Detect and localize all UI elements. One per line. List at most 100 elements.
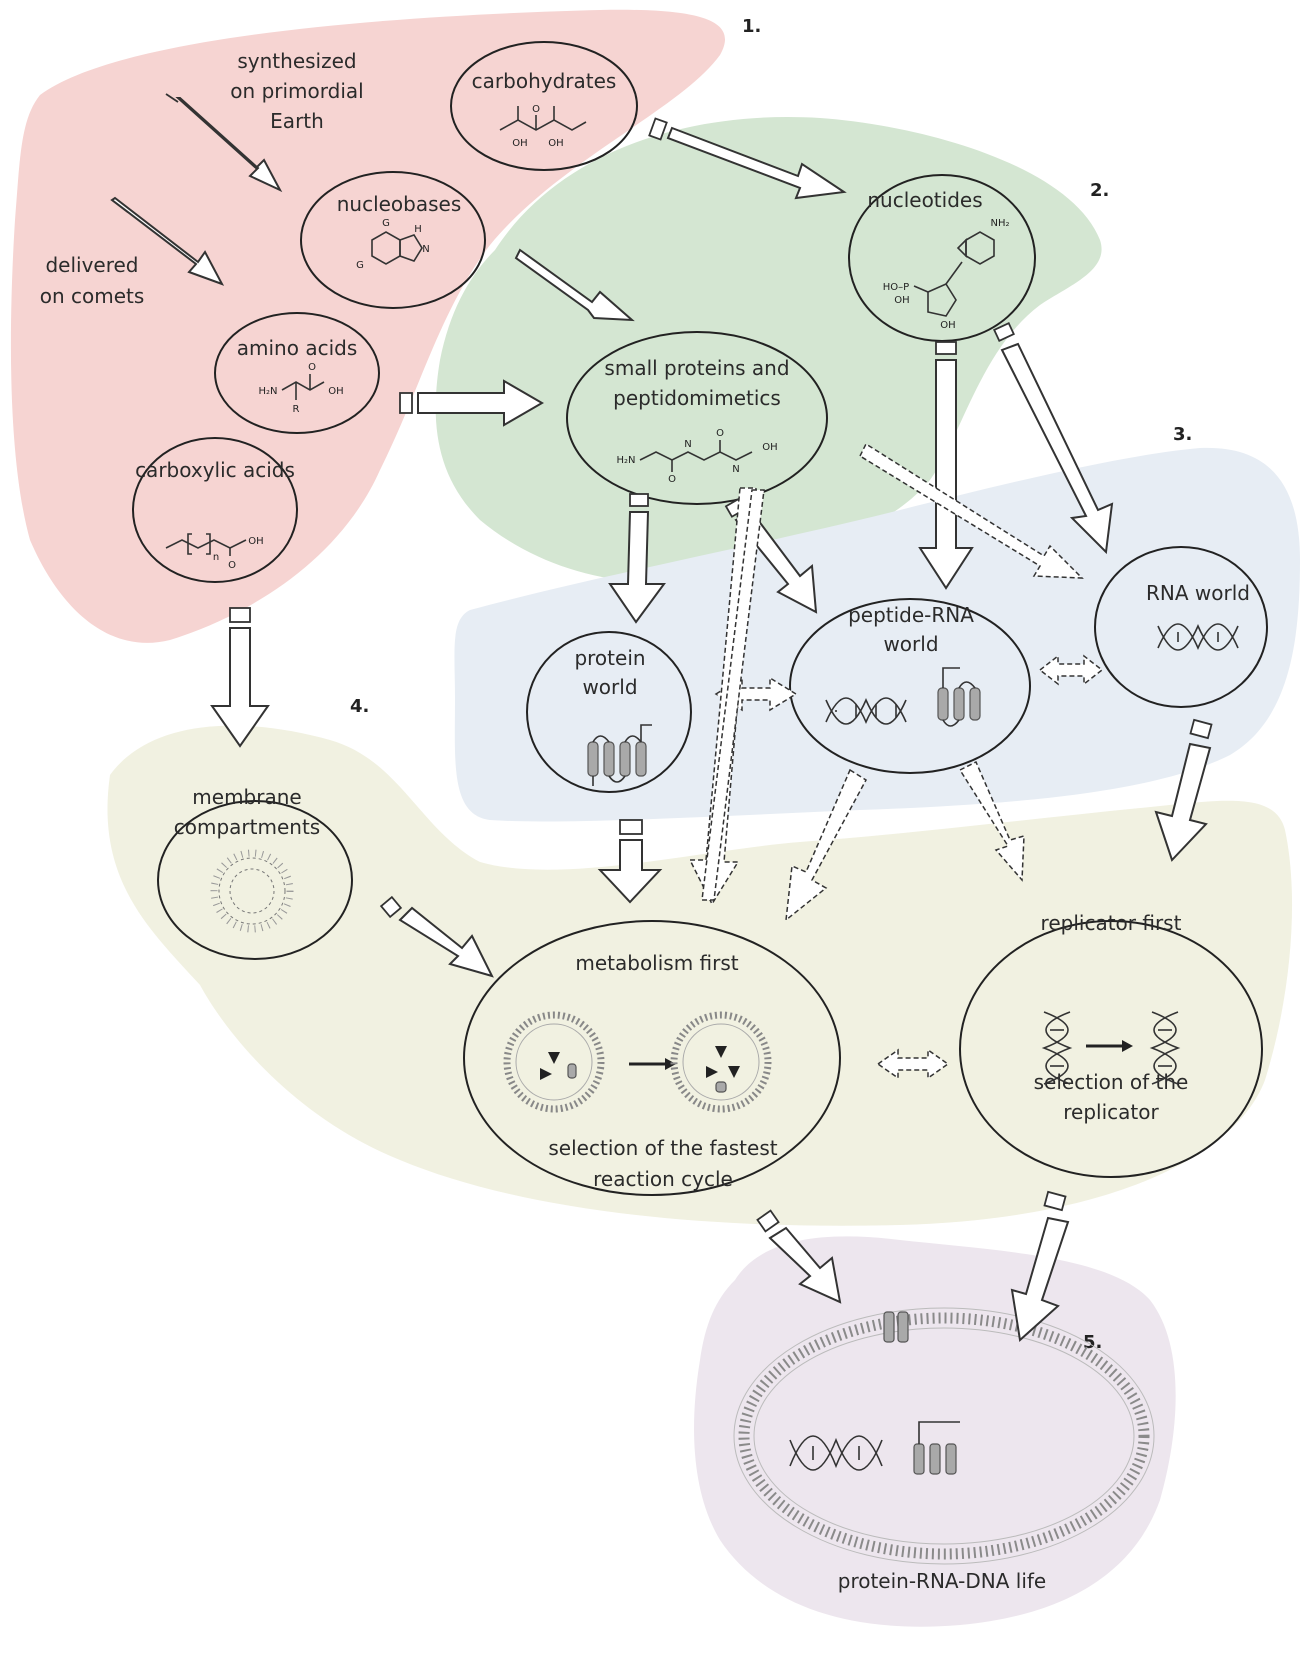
metabolism-first-node	[463, 920, 841, 1196]
dashed-arrow-peptide-rna-rna-world	[1038, 654, 1104, 686]
replicator-caption: selection of the replicator	[1034, 1070, 1189, 1124]
svg-text:O: O	[668, 474, 676, 485]
arrow-nucleotides-to-peptide-rna	[918, 341, 974, 590]
svg-text:G: G	[356, 260, 364, 271]
region-3-worlds	[454, 447, 1300, 822]
carboxylic-acid-structure-icon: n OH O	[165, 533, 264, 571]
amino-acids-node	[214, 312, 380, 434]
arrow-amino-acids-to-small-proteins	[399, 379, 544, 427]
replicator-helix-before-icon	[1041, 1011, 1073, 1085]
metabolism-first-label: metabolism first	[575, 951, 738, 975]
svg-text:O: O	[716, 428, 724, 439]
nucleobases-label: nucleobases	[337, 192, 462, 216]
arrow-delivered-to-amino-acids	[110, 196, 225, 286]
arrow-protein-world-to-metabolism	[597, 819, 663, 904]
protein-fold-icon	[587, 724, 652, 786]
protein-world-node	[526, 631, 692, 793]
dashed-arrow-small-proteins-to-metabolism	[688, 487, 765, 906]
small-proteins-node	[566, 331, 828, 505]
svg-text:G: G	[382, 218, 390, 229]
delivered-label: delivered on comets	[40, 253, 145, 308]
rna-helix-icon	[825, 697, 907, 725]
arrow-carbohydrates-to-nucleotides	[648, 117, 847, 200]
replicator-helix-after-icon	[1149, 1011, 1181, 1085]
dashed-arrow-small-proteins-to-rna-world	[859, 442, 1084, 579]
rna-world-helix-icon	[1157, 623, 1239, 651]
nucleobases-node	[300, 171, 486, 309]
section-number-2: 2.	[1090, 180, 1109, 201]
cell-dna-helix-icon	[789, 1435, 883, 1471]
small-proteins-label: small proteins and peptidomimetics	[604, 356, 789, 410]
arrow-metabolism-to-life	[756, 1209, 842, 1304]
svg-text:synthesized: synthesized	[237, 49, 356, 73]
dashed-arrow-peptide-rna-to-metabolism	[785, 768, 867, 922]
cell-membrane-icon	[733, 1307, 1155, 1565]
svg-text:NH₂: NH₂	[990, 218, 1009, 229]
rna-world-label: RNA world	[1146, 581, 1250, 605]
carbohydrates-node	[450, 41, 638, 171]
protocell-before-icon	[503, 1011, 605, 1113]
svg-text:N: N	[422, 244, 429, 255]
svg-text:world: world	[883, 632, 938, 656]
svg-text:H₂N: H₂N	[616, 455, 635, 466]
peptide-rna-world-label: peptide-RNA world	[848, 603, 974, 656]
section-number-4: 4.	[350, 696, 369, 717]
svg-text:peptide-RNA: peptide-RNA	[848, 603, 974, 627]
svg-text:O: O	[532, 104, 540, 115]
svg-text:n: n	[213, 552, 219, 563]
svg-text:N: N	[684, 439, 691, 450]
membrane-compartments-node	[157, 800, 353, 960]
svg-text:protein: protein	[574, 646, 645, 670]
svg-text:replicator: replicator	[1063, 1100, 1159, 1124]
svg-text:small proteins and: small proteins and	[604, 356, 789, 380]
peptide-fold-icon	[937, 667, 981, 727]
arrow-nucleobases-to-small-proteins	[514, 248, 635, 322]
svg-text:selection of the fastest: selection of the fastest	[548, 1136, 777, 1160]
svg-text:OH: OH	[328, 386, 343, 397]
svg-text:O: O	[308, 362, 316, 373]
svg-text:H: H	[414, 224, 422, 235]
peptide-structure-icon: H₂N N N O O OH	[616, 428, 777, 485]
purine-structure-icon: G G N H	[356, 218, 430, 271]
carboxylic-acids-node	[132, 437, 298, 583]
svg-text:HO–P: HO–P	[883, 282, 909, 293]
svg-text:OH: OH	[512, 138, 527, 149]
micelle-icon	[210, 849, 294, 933]
arrow-membrane-to-metabolism	[379, 895, 494, 978]
svg-text:R: R	[293, 404, 300, 415]
amino-acid-structure-icon: H₂N R O OH	[258, 362, 343, 415]
svg-text:O: O	[228, 560, 236, 571]
replicator-first-node	[959, 920, 1263, 1178]
carboxylic-acids-label: carboxylic acids	[135, 458, 295, 482]
nucleotide-structure-icon: NH₂ HO–P OH OH	[883, 218, 1010, 331]
svg-text:OH: OH	[762, 442, 777, 453]
svg-text:OH: OH	[548, 138, 563, 149]
dashed-arrow-metabolism-replicator	[876, 1048, 950, 1080]
svg-text:peptidomimetics: peptidomimetics	[613, 386, 781, 410]
nucleotides-node	[848, 174, 1036, 342]
arrow-small-proteins-to-protein-world	[608, 493, 666, 624]
svg-text:compartments: compartments	[174, 815, 320, 839]
rna-world-node	[1094, 546, 1268, 708]
svg-text:reaction cycle: reaction cycle	[593, 1167, 733, 1191]
svg-text:N: N	[732, 464, 739, 475]
cell-protein-icon	[913, 1421, 960, 1475]
arrow-nucleotides-to-rna-world	[993, 321, 1114, 555]
section-number-5: 5.	[1083, 1332, 1102, 1353]
dashed-arrow-peptide-rna-to-replicator	[958, 760, 1025, 882]
svg-text:OH: OH	[940, 320, 955, 331]
metabolism-caption: selection of the fastest reaction cycle	[548, 1136, 777, 1191]
protocell-after-icon	[670, 1011, 772, 1113]
svg-text:world: world	[582, 675, 637, 699]
region-1-prebiotic-molecules	[10, 9, 725, 643]
amino-acids-label: amino acids	[237, 336, 358, 360]
carbohydrates-label: carbohydrates	[472, 69, 617, 93]
svg-text:Earth: Earth	[270, 109, 324, 133]
carbohydrate-structure-icon: O OH OH	[499, 104, 587, 149]
arrow-replicator-to-life	[1010, 1190, 1070, 1342]
membrane-compartments-label: membrane compartments	[174, 785, 320, 839]
peptide-rna-world-node	[789, 598, 1031, 774]
svg-text:OH: OH	[894, 295, 909, 306]
